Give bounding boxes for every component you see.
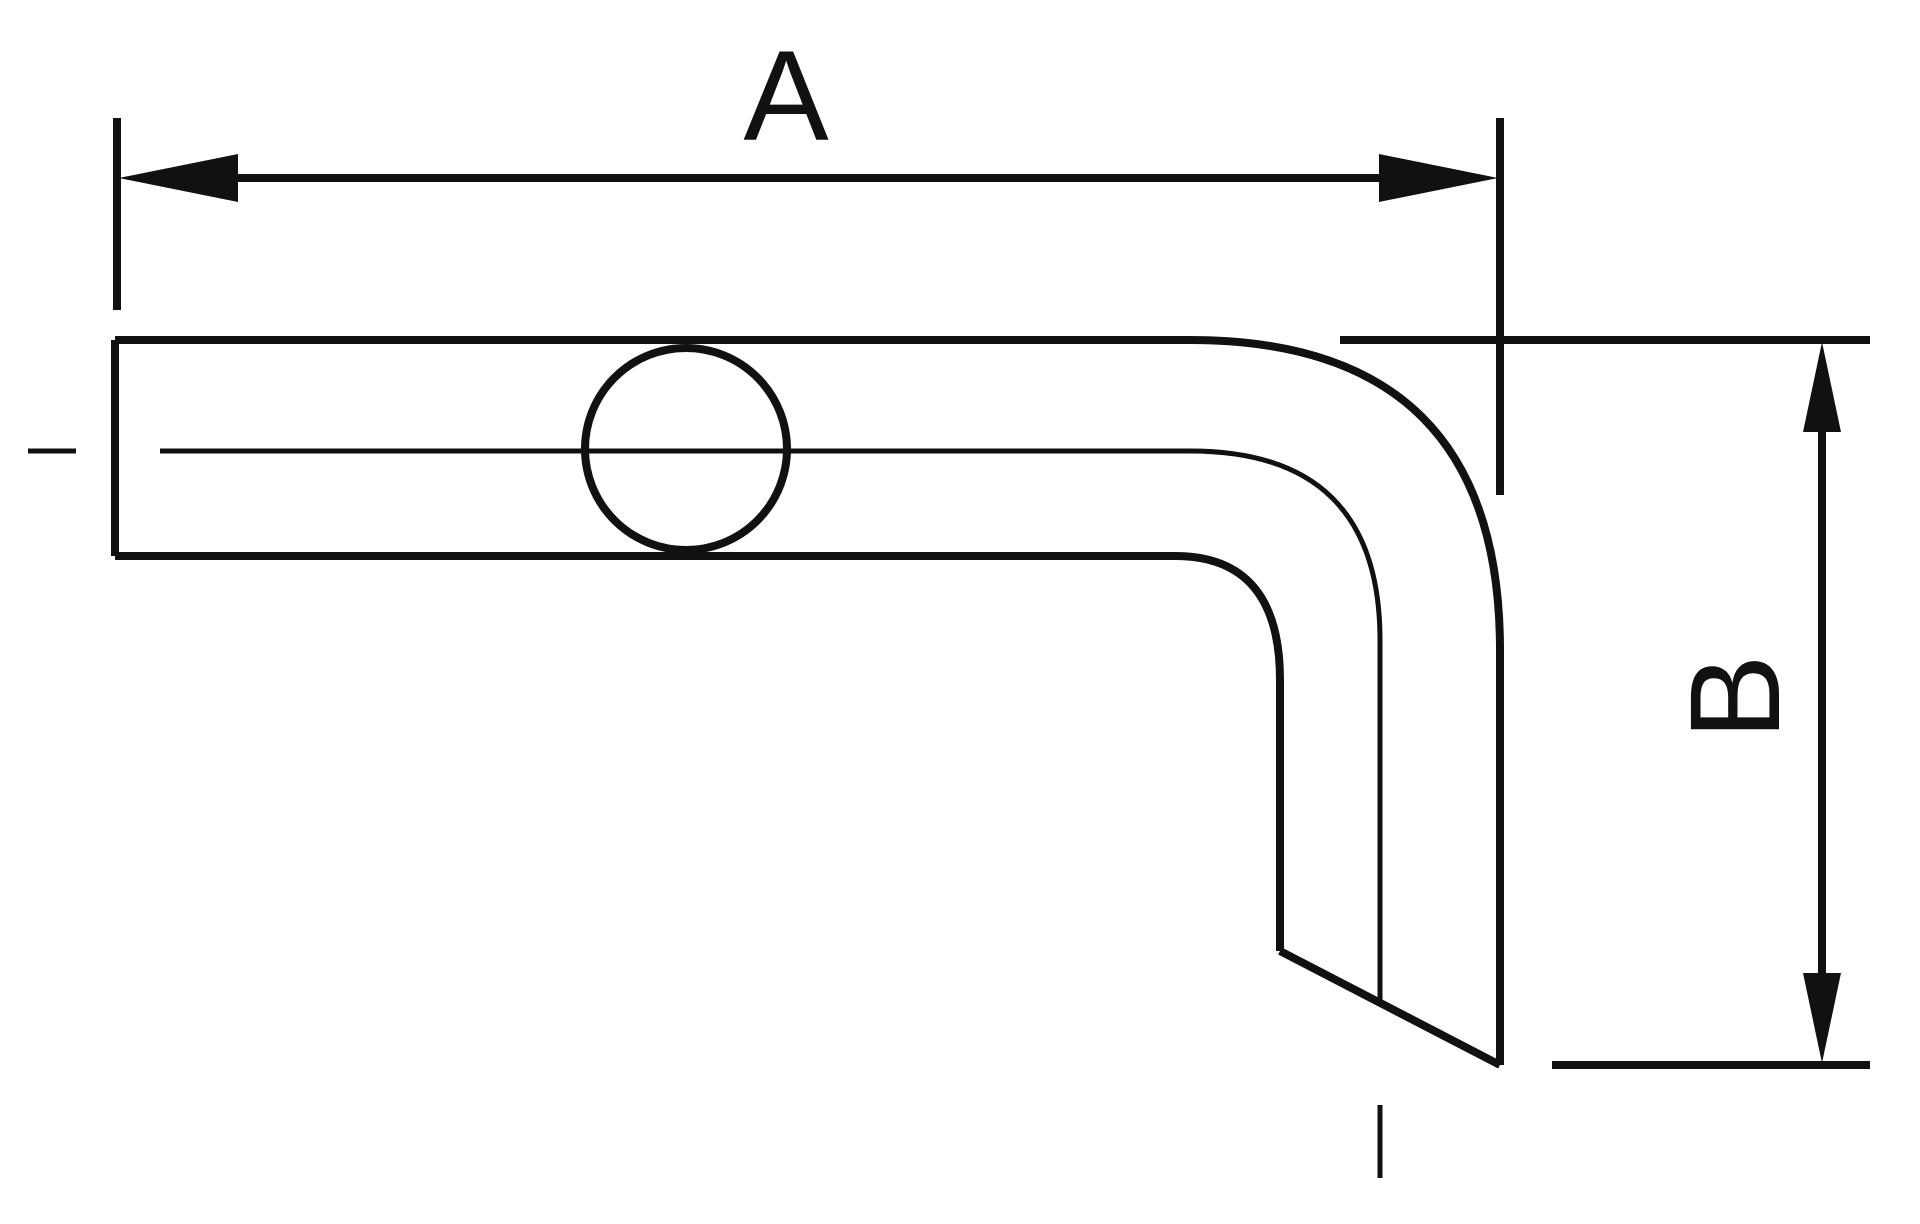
- bar-inner-edge: [115, 552, 1284, 951]
- dimension-a-label: A: [743, 25, 829, 168]
- dimension-b-label: B: [1664, 654, 1807, 739]
- bar-cut-end: [1278, 947, 1502, 1069]
- bar-center-line: [160, 448, 1383, 1000]
- dimension-a-right-arrowhead: [1379, 154, 1498, 202]
- dimension-b-top-arrowhead: [1803, 342, 1841, 432]
- mounting-hole: [581, 344, 791, 554]
- dimension-b-bottom-arrowhead: [1803, 973, 1841, 1063]
- dimension-a-left-arrowhead: [119, 154, 238, 202]
- bar-outer-edge: [115, 336, 1504, 1065]
